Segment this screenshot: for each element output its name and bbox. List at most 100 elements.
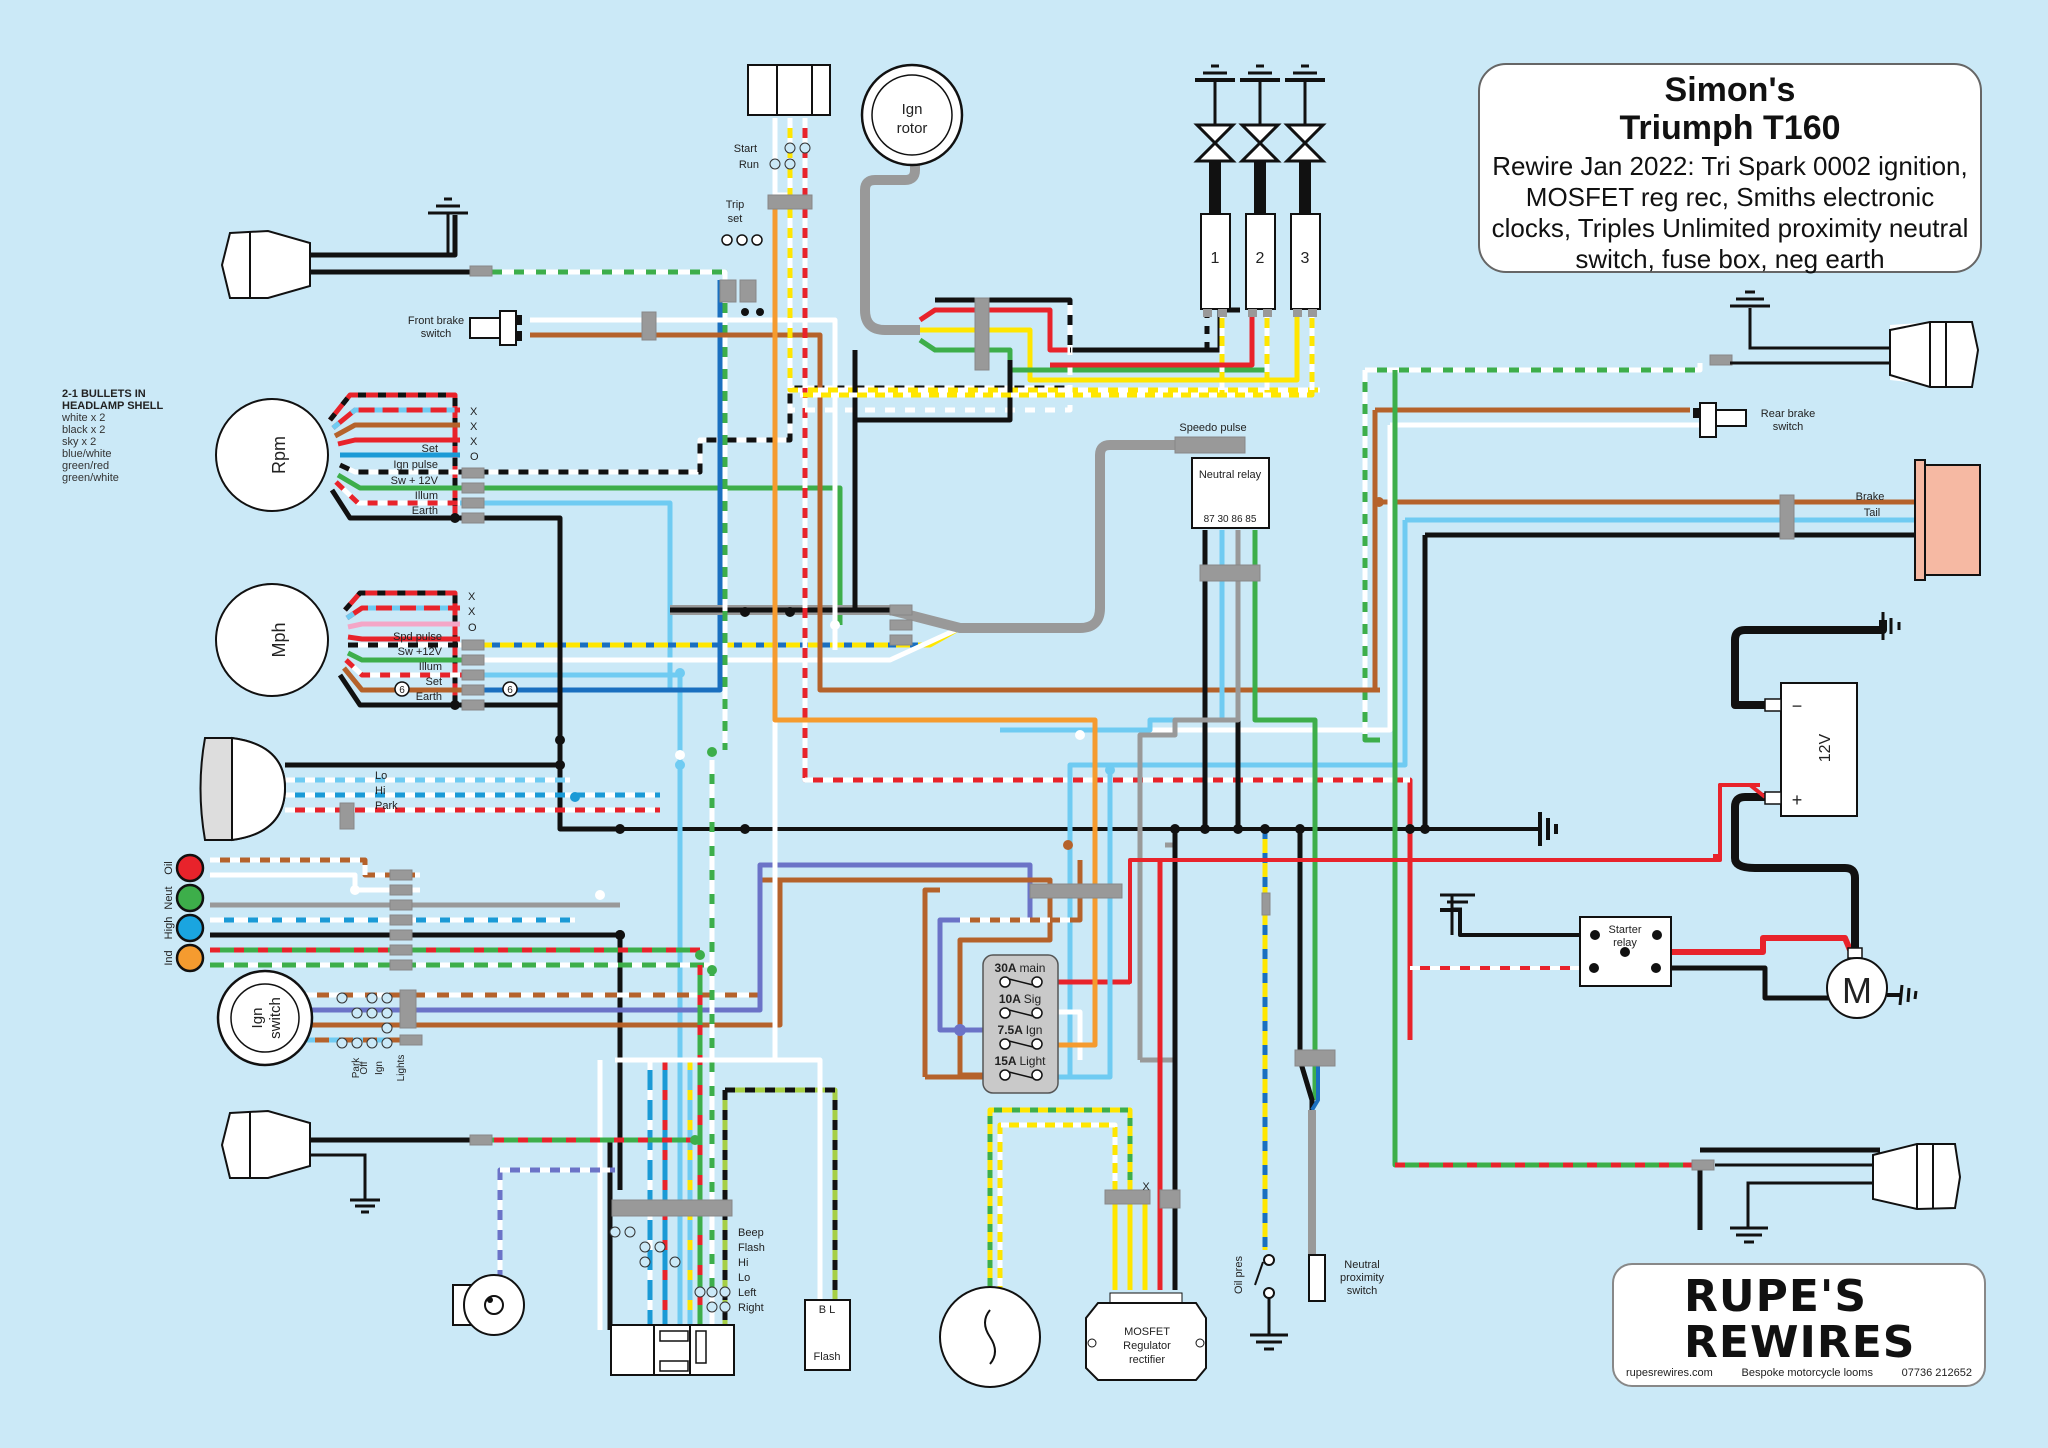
coloured-junction-dots bbox=[350, 497, 1384, 1145]
alternator bbox=[939, 1286, 1041, 1388]
mph-gauge: Mph X X O Spd pulse Sw +12V Illum Set Ea… bbox=[215, 583, 518, 703]
mph-wire-spd-pulse: Spd pulse bbox=[393, 631, 442, 643]
mph-wire-earth: Earth bbox=[416, 691, 442, 703]
rpm-terminal-2: X bbox=[470, 421, 478, 433]
neutral-relay: Neutral relay 87 30 86 85 bbox=[1191, 457, 1270, 529]
headlamp-hi-label: Hi bbox=[375, 785, 385, 797]
rpm-wire-ign-pulse: Ign pulse bbox=[393, 459, 438, 471]
set-label: set bbox=[728, 213, 743, 225]
regulator-rectifier: MOSFET Regulator rectifier X bbox=[1085, 1181, 1207, 1381]
earth-icon bbox=[1250, 1333, 1288, 1351]
switchgear-flash: Flash bbox=[738, 1242, 765, 1254]
starter-motor: M bbox=[1826, 947, 1918, 1019]
switchgear-right: Right bbox=[738, 1302, 764, 1314]
mph-wire-set: Set bbox=[425, 676, 442, 688]
mph-terminal-3: O bbox=[468, 622, 477, 634]
neutral-lamp-label: Neut bbox=[163, 886, 175, 909]
coil-number: 3 bbox=[1301, 250, 1310, 267]
ign-rotor-label-1: Ign bbox=[902, 101, 923, 118]
bullets-item: green/red bbox=[62, 460, 110, 472]
flasher-terminals: B L bbox=[819, 1304, 836, 1316]
flasher-unit: B L Flash bbox=[804, 1299, 851, 1371]
horn bbox=[452, 1274, 525, 1336]
bullets-item: sky x 2 bbox=[62, 436, 97, 448]
bullets-heading-2: HEADLAMP SHELL bbox=[62, 400, 164, 412]
front-brake-switch-label-2: switch bbox=[421, 328, 452, 340]
mph-wire-illum: Illum bbox=[419, 661, 442, 673]
headlamp: Lo Hi Park bbox=[199, 736, 398, 842]
ign-pos-off: Off bbox=[359, 1061, 370, 1074]
earth-icon bbox=[1730, 1226, 1768, 1244]
mph-wire-sw12v: Sw +12V bbox=[398, 646, 443, 658]
title-box: Simon's Triumph T160 Rewire Jan 2022: Tr… bbox=[1478, 63, 1982, 274]
ind-lamp-label: Ind bbox=[163, 950, 175, 965]
junction-dots bbox=[450, 308, 1430, 940]
logo-phone: 07736 212652 bbox=[1901, 1367, 1972, 1379]
rpm-wire-illum: Illum bbox=[415, 490, 438, 502]
wiring-harness bbox=[210, 118, 1915, 1340]
oil-lamp-icon bbox=[175, 853, 205, 883]
regulator-label-2: Regulator bbox=[1123, 1340, 1171, 1352]
bullets-item: blue/white bbox=[62, 448, 112, 460]
tail-light: Brake Tail bbox=[1856, 459, 1981, 581]
rpm-wire-sw12v: Sw + 12V bbox=[391, 475, 439, 487]
flasher-label: Flash bbox=[814, 1351, 841, 1363]
fuse-label: 15A Light bbox=[995, 1054, 1047, 1068]
battery-pos: + bbox=[1792, 790, 1803, 810]
ign-switch-label-2: switch bbox=[267, 997, 284, 1039]
rear-brake-switch-label-2: switch bbox=[1773, 421, 1804, 433]
battery-neg: − bbox=[1792, 696, 1803, 716]
front-brake-switch-label-1: Front brake bbox=[408, 315, 464, 327]
ignition-coil: 1 bbox=[1193, 64, 1237, 317]
regulator-label-3: rectifier bbox=[1129, 1354, 1165, 1366]
fuse-label: 30A main bbox=[995, 961, 1046, 975]
fuse: 30A main bbox=[995, 961, 1046, 988]
oil-pressure-label: Oil pres bbox=[1233, 1256, 1245, 1294]
fuse: 15A Light bbox=[995, 1054, 1047, 1081]
bullets-note: 2-1 BULLETS IN HEADLAMP SHELL white x 2 … bbox=[62, 388, 163, 484]
starter-motor-label: M bbox=[1842, 970, 1872, 1011]
ign-rotor-label-2: rotor bbox=[897, 120, 928, 137]
switchgear-left: Left bbox=[738, 1287, 756, 1299]
earth-icon bbox=[1898, 984, 1918, 1006]
ign-pos-ign: Ign bbox=[374, 1061, 385, 1075]
logo-website[interactable]: rupesrewires.com bbox=[1626, 1367, 1713, 1379]
mph-terminal-2: X bbox=[468, 606, 476, 618]
coil-number: 2 bbox=[1256, 250, 1265, 267]
warning-lamps: Oil Neut High Ind bbox=[163, 853, 205, 973]
rpm-terminal-1: X bbox=[470, 406, 478, 418]
start-switch: Start Run Trip set bbox=[721, 64, 831, 246]
switchgear-beep: Beep bbox=[738, 1227, 764, 1239]
neutral-switch-label-3: switch bbox=[1347, 1285, 1378, 1297]
front-left-indicator bbox=[220, 197, 468, 299]
ign-pos-park: Park bbox=[351, 1057, 362, 1079]
front-right-indicator bbox=[1730, 290, 1980, 388]
oil-lamp-label: Oil bbox=[163, 861, 175, 874]
starter-relay: Starter relay bbox=[1440, 893, 1672, 987]
title-owner: Simon's bbox=[1664, 71, 1796, 109]
ign-switch-label-1: Ign bbox=[249, 1008, 266, 1029]
brake-light-label: Brake bbox=[1856, 491, 1885, 503]
fuse-label: 10A Sig bbox=[999, 992, 1041, 1006]
oil-pressure-switch: Oil pres bbox=[1233, 1254, 1288, 1351]
logo-tagline: Bespoke motorcycle looms bbox=[1741, 1367, 1873, 1379]
earth-icon bbox=[1881, 612, 1901, 640]
rupes-rewires-logo: RUPE'S REWIRES rupesrewires.com Bespoke … bbox=[1612, 1263, 1986, 1387]
neutral-proximity-switch: Neutral proximity switch bbox=[1308, 1254, 1385, 1302]
trip-label: Trip bbox=[726, 199, 745, 211]
bullets-item: white x 2 bbox=[62, 412, 106, 424]
bullets-item: black x 2 bbox=[62, 424, 106, 436]
switchgear-lo: Lo bbox=[738, 1272, 750, 1284]
starter-relay-label-1: Starter bbox=[1608, 924, 1641, 936]
neutral-switch-label-2: proximity bbox=[1340, 1272, 1385, 1284]
rear-right-indicator bbox=[1715, 1143, 1962, 1244]
ignition-coil: 2 bbox=[1238, 64, 1282, 317]
indicator-lamp-icon bbox=[175, 943, 205, 973]
earth-symbol bbox=[1538, 812, 1558, 846]
title-model: Triumph T160 bbox=[1619, 109, 1841, 147]
regulator-label-1: MOSFET bbox=[1124, 1326, 1170, 1338]
neutral-lamp-icon bbox=[175, 883, 205, 913]
ign-pos-lights: Lights bbox=[396, 1055, 407, 1082]
ignition-coil: 3 bbox=[1283, 64, 1327, 317]
